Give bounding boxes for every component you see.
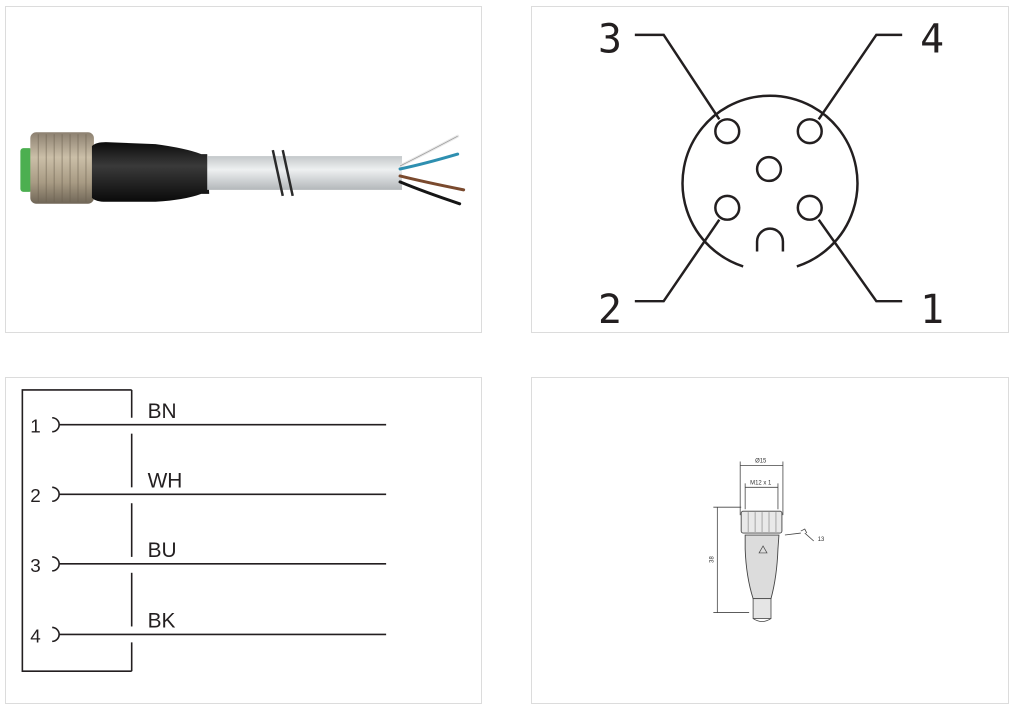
wire-brown [398, 174, 466, 192]
dim-cable-stub [752, 598, 772, 619]
leader-line-4 [817, 33, 903, 121]
pin-5-socket [755, 155, 783, 183]
pin-4-socket [796, 118, 823, 145]
pin-label-4: 4 [920, 17, 944, 63]
socket-1-icon [52, 416, 60, 433]
leader-line-3 [634, 33, 721, 120]
cable-photo [20, 132, 466, 206]
wiring-pin-4: 4 [30, 626, 41, 647]
wire-blue [398, 152, 460, 171]
dimension-panel: Ø15 M12 x 1 13 38 [531, 377, 1009, 704]
socket-2-icon [52, 486, 60, 503]
pin-label-3: 3 [598, 17, 622, 63]
connector-face-outline [681, 94, 859, 268]
wrench-size-label: 13 [818, 537, 825, 543]
cable-wires [398, 134, 466, 206]
length-label: 38 [709, 556, 715, 563]
dimension-drawing: Ø15 M12 x 1 13 38 [709, 458, 825, 622]
wire-code-wh: WH [148, 469, 183, 492]
wire-code-bk: BK [148, 609, 176, 632]
wire-code-bu: BU [148, 539, 177, 562]
pin-label-2: 2 [598, 287, 622, 332]
triangle-mark-icon [758, 545, 768, 554]
wrench-icon [800, 528, 814, 542]
wiring-pin-1: 1 [30, 417, 41, 438]
thread-label: M12 x 1 [750, 480, 772, 486]
pin-3-socket [714, 118, 741, 145]
cable-jacket [207, 156, 403, 190]
pinout-diagram: 3 4 2 1 [598, 17, 944, 332]
wiring-pin-2: 2 [30, 486, 41, 507]
pin-2-socket [714, 194, 741, 221]
connector-box [21, 389, 132, 672]
wiring-pin-3: 3 [30, 556, 41, 577]
overmold-body [91, 142, 210, 202]
keying-notch [755, 227, 785, 252]
dim-coupling-nut [740, 510, 783, 534]
wiring-panel: 1 2 3 4 BN WH BU BK [5, 377, 482, 704]
pin-label-1: 1 [920, 287, 944, 332]
leader-line-2 [634, 218, 721, 303]
connector-insert [20, 148, 33, 192]
pinout-panel: 3 4 2 1 [531, 6, 1009, 333]
cable-photo-panel [5, 6, 482, 333]
socket-3-icon [52, 556, 60, 572]
pin-1-socket [796, 194, 823, 221]
socket-4-icon [52, 626, 60, 643]
dim-overmold-body [744, 534, 780, 600]
nut-knurl [37, 134, 87, 202]
wiring-diagram: 1 2 3 4 BN WH BU BK [21, 389, 387, 672]
cable-break-mark [271, 149, 294, 197]
diameter-label: Ø15 [755, 458, 767, 464]
leader-line-1 [817, 218, 903, 303]
wire-black [398, 180, 462, 206]
wire-code-bn: BN [148, 400, 177, 423]
